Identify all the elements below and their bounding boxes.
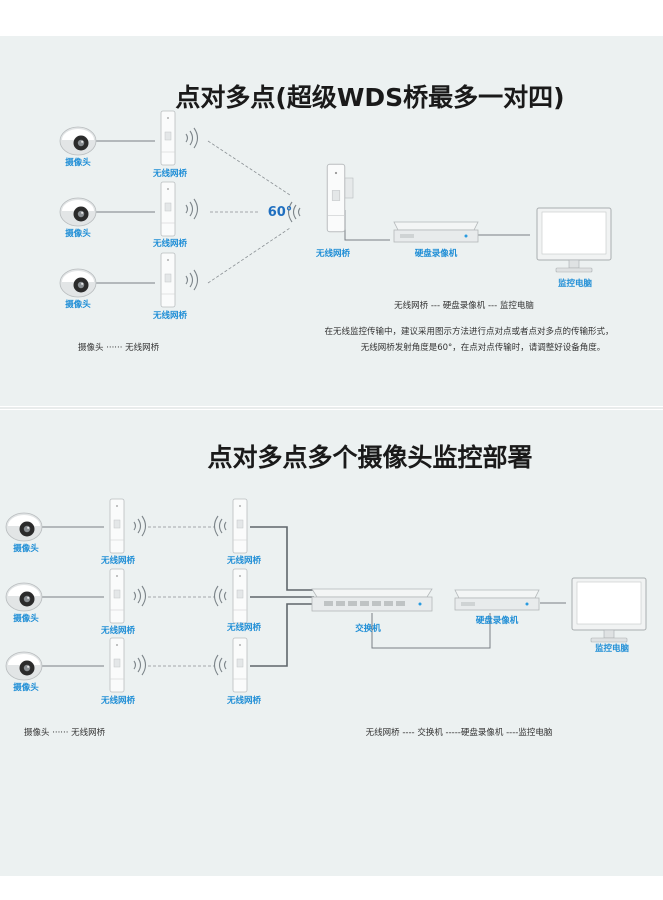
bridge-4: 无线网桥 xyxy=(100,498,147,566)
wireless-bridge-icon xyxy=(160,181,176,237)
section1-camera-cables xyxy=(95,140,155,284)
switch-icon xyxy=(311,588,433,612)
nvr-label: 硬盘录像机 xyxy=(476,615,519,626)
bridge-label: 无线网桥 xyxy=(152,238,188,249)
section2-legend-right: 无线网桥 ---- 交换机 -----硬盘录像机 ----监控电脑 xyxy=(366,727,553,738)
bridge-label: 无线网桥 xyxy=(100,695,136,706)
camera-label: 摄像头 xyxy=(13,543,39,554)
switch-1: 交换机 xyxy=(311,588,433,634)
section1-wireless-links xyxy=(207,140,291,284)
wireless-bridge-icon xyxy=(232,637,248,693)
section2-camera-cables xyxy=(40,526,104,667)
camera-2: 摄像头 xyxy=(59,197,97,239)
section2-switch-cables xyxy=(250,526,314,667)
bridge-8: 无线网桥 xyxy=(213,568,262,633)
section1-legend-left: 摄像头 ······ 无线网桥 xyxy=(78,342,160,353)
bridge-5: 无线网桥 xyxy=(100,568,147,636)
camera-icon xyxy=(59,197,97,227)
bridge-7: 无线网桥 xyxy=(213,498,262,566)
bridge-6: 无线网桥 xyxy=(100,637,147,706)
section2-wireless-links xyxy=(148,526,214,667)
camera-label: 摄像头 xyxy=(65,228,91,239)
bridge-label: 无线网桥 xyxy=(226,555,262,566)
section2-panel xyxy=(0,410,663,876)
switch-label: 交换机 xyxy=(355,623,381,634)
camera-icon xyxy=(5,512,43,542)
monitor-2: 监控电脑 xyxy=(571,577,647,654)
section2-title: 点对多点多个摄像头监控部署 xyxy=(207,443,532,472)
camera-icon xyxy=(5,582,43,612)
wireless-bridge-icon xyxy=(109,637,125,693)
nvr-label: 硬盘录像机 xyxy=(415,248,458,259)
bridge-label: 无线网桥 xyxy=(315,248,351,259)
camera-3: 摄像头 xyxy=(59,268,97,310)
bridge-label: 无线网桥 xyxy=(226,622,262,633)
camera-icon xyxy=(59,126,97,156)
camera-icon xyxy=(59,268,97,298)
section1-note-line1: 在无线监控传输中，建议采用图示方法进行点对点或者点对多点的传输形式， xyxy=(324,326,613,337)
bridge-2: 无线网桥 xyxy=(152,181,199,249)
section2-legend-left: 摄像头 ······ 无线网桥 xyxy=(24,727,106,738)
camera-4: 摄像头 xyxy=(5,512,43,554)
camera-label: 摄像头 xyxy=(13,682,39,693)
wireless-bridge-icon xyxy=(232,568,248,624)
monitor-label: 监控电脑 xyxy=(558,278,593,289)
nvr-icon xyxy=(393,221,479,243)
camera-6: 摄像头 xyxy=(5,651,43,693)
bridge-label: 无线网桥 xyxy=(152,168,188,179)
section1-note-line2: 无线网桥发射角度是60°，在点对点传输时，请调整好设备角度。 xyxy=(361,342,606,353)
camera-label: 摄像头 xyxy=(65,299,91,310)
wireless-bridge-icon xyxy=(160,252,176,308)
camera-icon xyxy=(5,651,43,681)
nvr-1: 硬盘录像机 xyxy=(393,221,479,259)
bridge-3: 无线网桥 xyxy=(152,252,199,321)
section1-legend-right: 无线网桥 --- 硬盘录像机 --- 监控电脑 xyxy=(394,300,534,311)
camera-label: 摄像头 xyxy=(65,157,91,168)
nvr-icon xyxy=(454,589,540,611)
bridge-label: 无线网桥 xyxy=(152,310,188,321)
camera-label: 摄像头 xyxy=(13,613,39,624)
bridge-label: 无线网桥 xyxy=(100,555,136,566)
camera-5: 摄像头 xyxy=(5,582,43,624)
monitor-1: 监控电脑 xyxy=(536,207,612,289)
nvr-2: 硬盘录像机 xyxy=(454,589,540,626)
wireless-bridge-icon xyxy=(160,110,176,166)
wireless-bridge-icon xyxy=(109,498,125,554)
center-bridge: 60° 无线网桥 xyxy=(268,163,354,259)
monitor-label: 监控电脑 xyxy=(595,643,630,654)
section1-title: 点对多点(超级WDS桥最多一对四) xyxy=(175,83,564,112)
camera-1: 摄像头 xyxy=(59,126,97,168)
wireless-bridge-icon xyxy=(109,568,125,624)
bridge-label: 无线网桥 xyxy=(100,625,136,636)
bridge-label: 无线网桥 xyxy=(226,695,262,706)
bridge-1: 无线网桥 xyxy=(152,110,199,179)
wireless-bridge-icon xyxy=(232,498,248,554)
angle-label: 60° xyxy=(268,205,293,220)
bridge-9: 无线网桥 xyxy=(213,637,262,706)
wireless-bridge-icon xyxy=(326,163,346,233)
section2-switch-nvr-cable xyxy=(371,613,491,649)
